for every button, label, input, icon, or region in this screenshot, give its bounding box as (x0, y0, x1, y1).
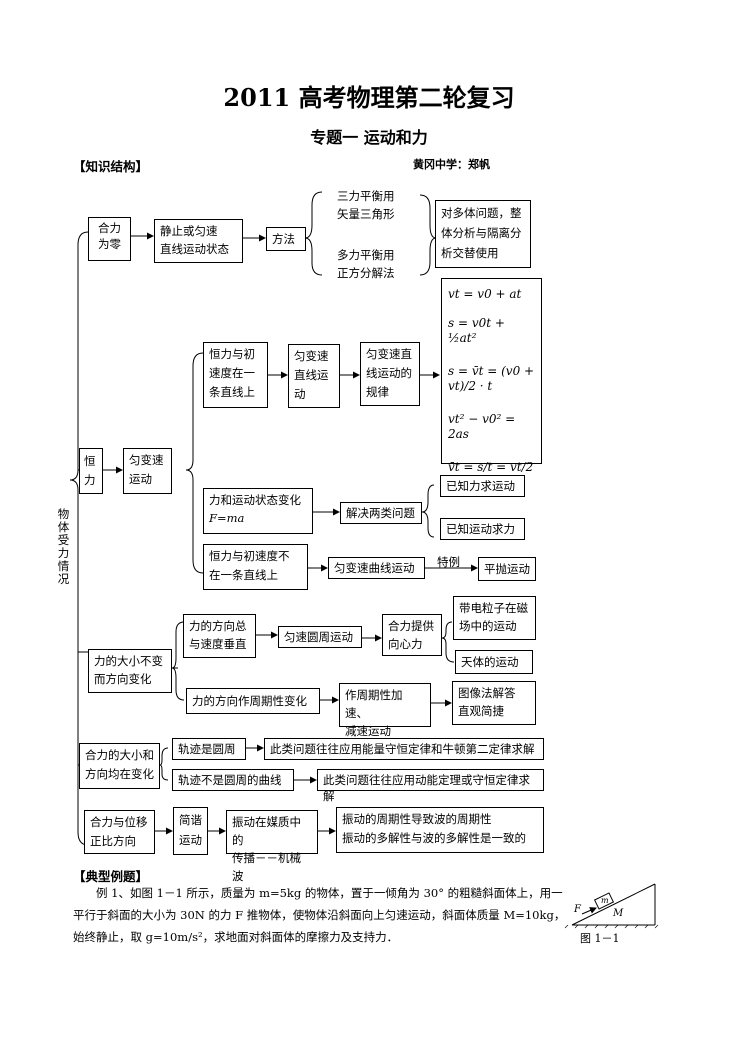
box-simple-harmonic: 简谐 运动 (173, 807, 208, 855)
box-force-velocity-noncollinear: 恒力与初速度不 在一条直线上 (203, 544, 308, 590)
example-line-3: 始终静止，取 g=10m/s²，求地面对斜面体的摩擦力及支持力． (73, 930, 399, 944)
box-multi-force-balance: 多力平衡用 正方分解法 (329, 244, 415, 288)
figure-mass-small-label: m (601, 896, 609, 905)
box-non-circular-trajectory: 轨迹不是圆周的曲线 (172, 769, 294, 791)
force-state-label: 力和运动状态变化 (209, 493, 301, 507)
formula-displacement: s = v0t + ½at² (448, 316, 505, 345)
author-line: 黄冈中学：郑帆 (413, 158, 490, 171)
box-method: 方法 (266, 227, 306, 251)
box-periodic-accel-decel: 作周期性加速、 减速运动 (339, 683, 431, 738)
box-wave-periodicity: 振动的周期性导致波的周期性 振动的多解性与波的多解性是一致的 (336, 807, 544, 853)
box-formulas: vt = v0 + at s = v0t + ½at² s = v̄t = (v… (441, 278, 542, 474)
page-title: 2011 高考物理第二轮复习 (223, 83, 515, 112)
box-uniform-accel-linear: 匀变速 直线运 动 (288, 344, 340, 408)
root-label: 物体受力情况 (57, 507, 70, 586)
box-periodic-direction: 力的方向作周期性变化 (186, 688, 320, 714)
box-celestial-motion: 天体的运动 (455, 650, 533, 674)
box-constant-force: 恒 力 (79, 448, 103, 494)
box-force-proportional-displacement: 合力与位移 正比方向 (84, 810, 155, 854)
section-heading-examples: 【典型例题】 (73, 869, 149, 884)
figure-mass-large-label: M (613, 908, 624, 919)
box-static-or-uniform: 静止或匀速 直线运动状态 (154, 219, 243, 263)
box-force-and-state-change: 力和运动状态变化 F=ma (203, 488, 313, 534)
box-graph-method: 图像法解答 直观简捷 (452, 681, 536, 725)
section-heading-knowledge: 【知识结构】 (73, 159, 149, 174)
example-line-2: 平行于斜面的大小为 30N 的力 F 推物体，使物体沿斜面向上匀速运动，斜面体质… (73, 908, 566, 922)
figure-caption: 图 1－1 (580, 932, 620, 945)
box-charged-particle-magnetic: 带电粒子在磁 场中的运动 (453, 596, 536, 640)
box-kinematics-laws: 匀变速直 线运动的 规律 (360, 342, 420, 406)
box-centripetal-force: 合力提供 向心力 (382, 614, 442, 656)
figure-force-label: F (574, 904, 581, 915)
box-force-to-motion: 已知力求运动 (440, 475, 525, 497)
box-force-velocity-collinear: 恒力与初 速度在一 条直线上 (203, 342, 268, 408)
box-three-force-balance: 三力平衡用 矢量三角形 (329, 185, 415, 233)
box-net-force-zero: 合力 为零 (88, 217, 131, 261)
box-two-problem-types: 解决两类问题 (340, 502, 422, 524)
newton-second-law: F=ma (209, 511, 245, 525)
box-kinetic-energy-solution: 此类问题往往应用动能定理或守恒定律求解 (317, 769, 544, 803)
box-force-perpendicular-velocity: 力的方向总 与速度垂直 (183, 614, 256, 658)
formula-average-velocity: v̄t = s/t = vt/2 (448, 460, 534, 474)
box-magnitude-and-direction-vary: 合力的大小和 方向均在变化 (79, 743, 160, 789)
box-motion-to-force: 已知运动求力 (440, 518, 525, 540)
box-mechanical-wave: 振动在媒质中的 传播－－机械波 (226, 810, 318, 883)
example-line-1: 例 1、如图 1－1 所示，质量为 m=5kg 的物体，置于一倾角为 30° 的… (96, 886, 563, 900)
box-energy-newton-solution: 此类问题往往应用能量守恒定律和牛顿第二定律求解 (264, 738, 544, 760)
formula-avg-velocity-displacement: s = v̄t = (v0 + vt)/2 · t (448, 364, 535, 393)
box-uniform-circular: 匀速圆周运动 (278, 626, 362, 648)
box-projectile-motion: 平抛运动 (478, 557, 536, 581)
formula-velocity-squared: vt² − v0² = 2as (448, 412, 516, 441)
box-uniform-accel-curve: 匀变速曲线运动 (328, 557, 425, 579)
box-uniform-accel-motion: 匀变速 运动 (123, 448, 172, 494)
formula-velocity: vt = v0 + at (448, 287, 522, 301)
box-circular-trajectory: 轨迹是圆周 (172, 738, 246, 760)
page-subtitle: 专题一 运动和力 (310, 128, 428, 147)
box-multi-body: 对多体问题，整 体分析与隔离分 析交替使用 (435, 200, 531, 268)
box-constant-magnitude-changing-direction: 力的大小不变 而方向变化 (88, 649, 172, 693)
incline-figure (564, 883, 659, 929)
special-case-label: 特例 (437, 555, 460, 569)
